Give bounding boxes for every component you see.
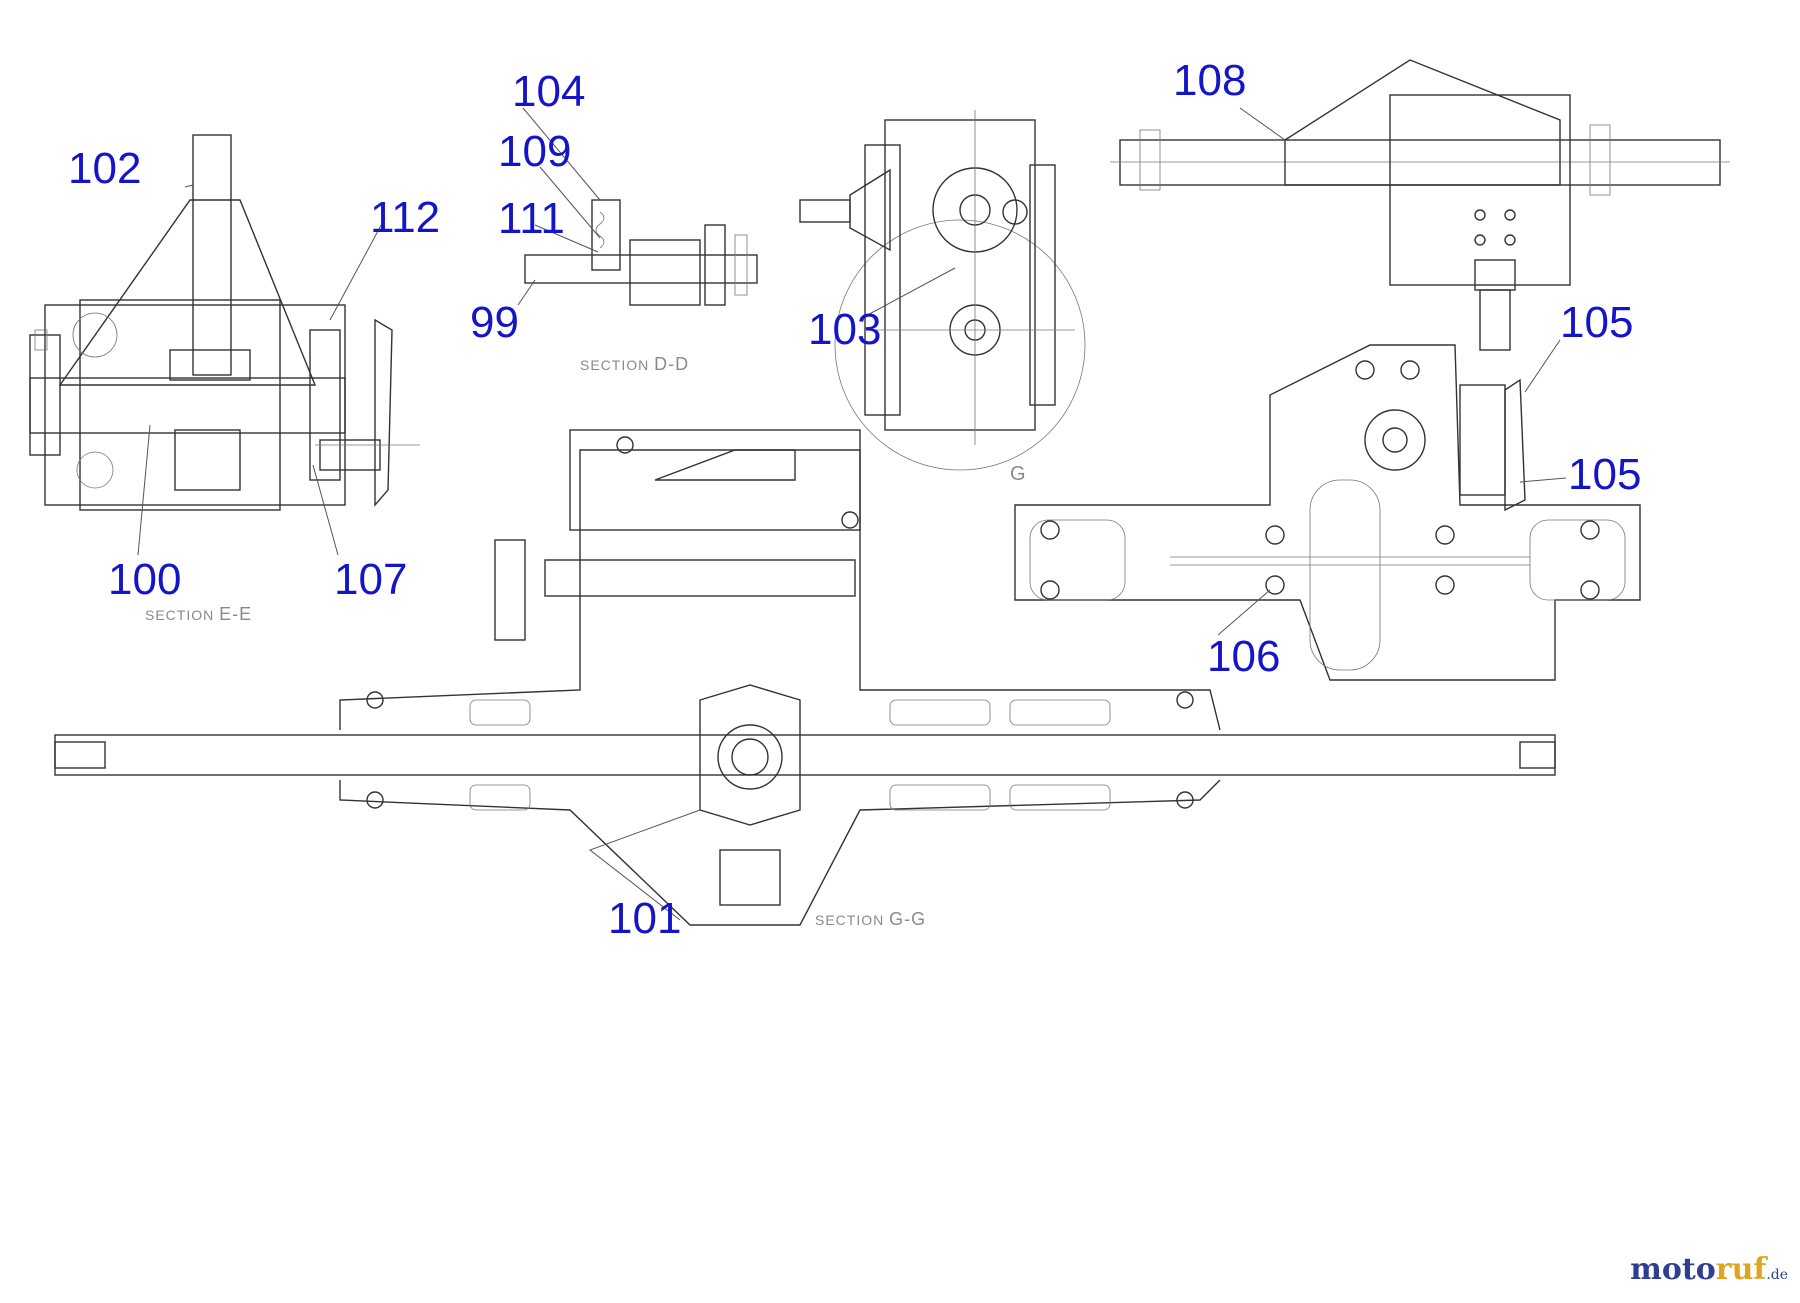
callout-100: 100 <box>108 555 181 604</box>
view-g-drawing <box>799 110 1086 471</box>
callout-111: 111 <box>498 194 565 243</box>
callout-99: 99 <box>470 298 519 347</box>
view-label-g: G <box>1010 463 1027 485</box>
section-label-g-g: SECTION G-G <box>815 909 926 929</box>
motoruf-logo: motoruf.de <box>1630 1252 1788 1287</box>
callout-101: 101 <box>608 894 681 943</box>
callout-108: 108 <box>1173 56 1246 105</box>
callout-105-top: 105 <box>1560 298 1633 347</box>
section-label-d-d: SECTION D-D <box>580 354 689 374</box>
callout-105-bottom: 105 <box>1568 450 1641 499</box>
callout-109: 109 <box>498 127 571 176</box>
section-g-g-drawing <box>54 429 1556 926</box>
section-label-e-e: SECTION E-E <box>145 604 252 624</box>
top-right-housing-drawing <box>1110 59 1730 351</box>
callout-112: 112 <box>370 193 440 242</box>
callout-107: 107 <box>334 555 407 604</box>
right-plan-view-drawing <box>1014 339 1641 681</box>
callout-106: 106 <box>1207 632 1280 681</box>
section-d-d-drawing <box>517 107 758 306</box>
callout-104: 104 <box>512 67 585 116</box>
section-e-e-drawing <box>29 134 420 556</box>
callout-102: 102 <box>68 144 141 193</box>
callout-103: 103 <box>808 305 881 354</box>
